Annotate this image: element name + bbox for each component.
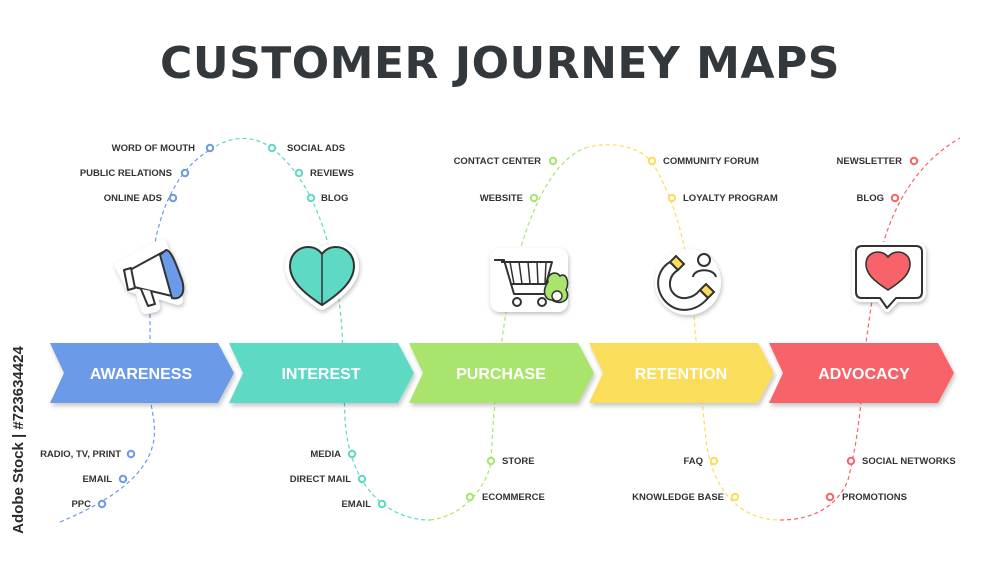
touchpoint-marker — [890, 193, 900, 203]
touchpoint-marker — [667, 193, 677, 203]
touchpoint-label: STORE — [502, 456, 535, 467]
touchpoint-marker — [126, 449, 136, 459]
touchpoint-label: PROMOTIONS — [842, 492, 907, 503]
heart-speech-bubble-icon — [852, 242, 926, 312]
stage-label-retention: RETENTION — [635, 366, 727, 383]
touchpoint-marker — [377, 499, 387, 509]
journey-map: CUSTOMER JOURNEY MAPS Adobe Stock | #723… — [10, 38, 961, 534]
touchpoint-marker — [465, 492, 475, 502]
touchpoint-marker — [548, 156, 558, 166]
stage-icons — [115, 239, 926, 315]
touchpoint-label: PPC — [71, 499, 91, 510]
touchpoint-label: BLOG — [857, 193, 884, 204]
stage-labels: AWARENESS INTEREST PURCHASE RETENTION AD… — [90, 366, 910, 383]
touchpoint-marker — [846, 456, 856, 466]
touchpoint-marker — [180, 168, 190, 178]
magnet-user-icon — [655, 249, 721, 315]
touchpoint-label: SOCIAL NETWORKS — [862, 456, 956, 467]
touchpoint-marker — [347, 449, 357, 459]
touchpoints: WORD OF MOUTH PUBLIC RELATIONS ONLINE AD… — [40, 143, 956, 510]
touchpoint-label: WORD OF MOUTH — [112, 143, 196, 154]
touchpoint-label: WEBSITE — [480, 193, 523, 204]
curve-retention — [651, 161, 781, 521]
touchpoint-marker — [730, 492, 740, 502]
touchpoint-label: EMAIL — [341, 499, 371, 510]
stage-arrow-awareness — [50, 343, 234, 403]
touchpoint-marker — [168, 193, 178, 203]
touchpoint-label: MEDIA — [310, 449, 341, 460]
shopping-cart-icon — [490, 248, 569, 312]
stage-arrows — [50, 343, 954, 403]
stage-label-awareness: AWARENESS — [90, 366, 193, 383]
touchpoint-marker — [205, 143, 215, 153]
touchpoint-label: SOCIAL ADS — [287, 143, 345, 154]
stage-arrow-retention — [589, 343, 774, 403]
touchpoint-label: DIRECT MAIL — [290, 474, 351, 485]
touchpoint-marker — [647, 156, 657, 166]
curve-awareness-interest — [209, 137, 273, 151]
touchpoint-label: PUBLIC RELATIONS — [80, 168, 172, 179]
stage-label-interest: INTEREST — [281, 366, 360, 383]
touchpoint-marker — [97, 499, 107, 509]
journey-diagram: AWARENESS INTEREST PURCHASE RETENTION AD… — [40, 137, 961, 523]
page-title: CUSTOMER JOURNEY MAPS — [160, 38, 840, 89]
touchpoint-label: ONLINE ADS — [104, 193, 162, 204]
touchpoint-label: RADIO, TV, PRINT — [40, 449, 121, 460]
touchpoint-marker — [306, 193, 316, 203]
stage-label-purchase: PURCHASE — [456, 366, 546, 383]
touchpoint-label: KNOWLEDGE BASE — [632, 492, 724, 503]
stage-arrow-interest — [229, 343, 414, 403]
touchpoint-label: CONTACT CENTER — [454, 156, 542, 167]
touchpoint-marker — [267, 143, 277, 153]
stage-arrow-purchase — [409, 343, 594, 403]
curve-interest-purchase — [429, 459, 492, 521]
curve-retention-advocacy — [779, 479, 849, 521]
touchpoint-marker — [529, 193, 539, 203]
curve-interest — [271, 147, 431, 521]
touchpoint-marker — [486, 456, 496, 466]
megaphone-icon — [115, 239, 185, 314]
touchpoint-marker — [825, 492, 835, 502]
touchpoint-label: NEWSLETTER — [837, 156, 903, 167]
touchpoint-label: ECOMMERCE — [482, 492, 545, 503]
touchpoint-marker — [118, 474, 128, 484]
touchpoint-label: REVIEWS — [310, 168, 354, 179]
touchpoint-marker — [294, 168, 304, 178]
curve-advocacy — [847, 137, 961, 481]
touchpoint-label: BLOG — [321, 193, 348, 204]
touchpoint-label: LOYALTY PROGRAM — [683, 193, 778, 204]
touchpoint-marker — [709, 456, 719, 466]
stage-label-advocacy: ADVOCACY — [818, 366, 910, 383]
touchpoint-label: EMAIL — [82, 474, 112, 485]
touchpoint-label: FAQ — [683, 456, 703, 467]
touchpoint-label: COMMUNITY FORUM — [663, 156, 759, 167]
curve-purchase-retention — [584, 144, 653, 163]
heart-icon — [285, 242, 359, 310]
touchpoint-marker — [357, 474, 367, 484]
touchpoint-marker — [909, 156, 919, 166]
stage-arrow-advocacy — [769, 343, 954, 403]
curve-awareness — [59, 149, 211, 523]
